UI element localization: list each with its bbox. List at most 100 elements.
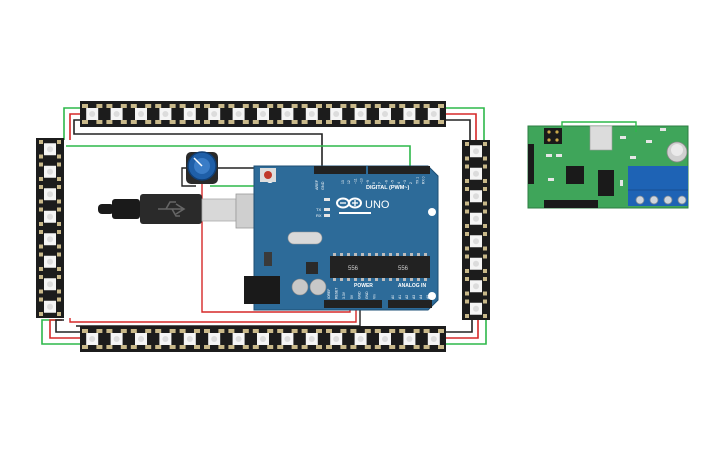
led-lens (357, 111, 364, 117)
led-cell[interactable] (82, 104, 103, 124)
led-cell[interactable] (204, 104, 225, 124)
solder-pad (218, 329, 225, 333)
led-cell[interactable] (39, 162, 61, 182)
solder-pad (218, 104, 225, 108)
digital-pin-label: ~5 (391, 180, 395, 184)
terminal-screw[interactable] (677, 195, 687, 205)
led-cell[interactable] (155, 329, 176, 349)
solder-pad (277, 104, 284, 108)
led-cell[interactable] (228, 104, 249, 124)
led-cell[interactable] (228, 329, 249, 349)
digital-pin-label: 8 (372, 182, 376, 184)
led-cell[interactable] (277, 104, 298, 124)
led-strip-right[interactable] (462, 140, 490, 320)
led-cell[interactable] (130, 104, 152, 124)
solder-pad (364, 104, 371, 108)
led-cell[interactable] (130, 329, 152, 349)
led-strip-left[interactable] (36, 138, 64, 318)
led-cell[interactable] (82, 329, 103, 349)
led-cell[interactable] (179, 329, 200, 349)
led-cell[interactable] (350, 104, 371, 124)
led-lens (162, 336, 169, 342)
led-cell[interactable] (423, 329, 444, 349)
reset-button[interactable] (264, 171, 272, 179)
solder-pad (364, 345, 371, 349)
led-cell[interactable] (39, 140, 61, 159)
solder-pad (120, 104, 127, 108)
power-pin-label: Vin (373, 294, 377, 299)
solder-pad (204, 104, 210, 108)
driver-module[interactable] (527, 121, 689, 209)
led-cell[interactable] (39, 185, 61, 204)
led-cell[interactable] (465, 254, 487, 274)
led-cell[interactable] (301, 329, 322, 349)
led-cell[interactable] (465, 164, 487, 184)
led-cell[interactable] (204, 329, 225, 349)
terminal-screw[interactable] (649, 195, 659, 205)
solder-pad (301, 120, 308, 124)
led-cell[interactable] (252, 104, 274, 124)
led-cell[interactable] (179, 104, 200, 124)
led-cell[interactable] (465, 187, 487, 206)
led-cell[interactable] (106, 104, 127, 124)
led-cell[interactable] (374, 329, 396, 349)
led-cell[interactable] (374, 104, 396, 124)
solder-pad (483, 291, 487, 296)
led-cell[interactable] (399, 104, 420, 124)
chip-leg (361, 278, 364, 281)
led-cell[interactable] (423, 104, 444, 124)
led-cell[interactable] (39, 297, 61, 317)
wire-green-data[interactable] (66, 145, 411, 166)
potentiometer[interactable] (186, 151, 218, 184)
led-cell[interactable] (326, 104, 347, 124)
solder-pad (57, 244, 61, 249)
led-cell[interactable] (301, 104, 322, 124)
led-lens (473, 193, 479, 200)
smd-part (646, 140, 652, 143)
chip-leg (333, 253, 336, 256)
led-cell[interactable] (155, 104, 176, 124)
solder-pad (374, 345, 381, 349)
solder-pad (242, 120, 249, 124)
led-cell[interactable] (465, 277, 487, 296)
led-cell[interactable] (39, 207, 61, 227)
led-cell[interactable] (399, 329, 420, 349)
terminal-screw[interactable] (635, 195, 645, 205)
led-strip-top[interactable] (80, 101, 446, 127)
led-cell[interactable] (465, 142, 487, 161)
led-cell[interactable] (326, 329, 347, 349)
rx-label: RX (316, 213, 322, 218)
solder-pad (39, 177, 43, 181)
analog-pin-label: A3 (412, 295, 416, 299)
led-lens (235, 111, 242, 117)
solder-pad (169, 120, 176, 124)
usb-cable[interactable] (98, 193, 281, 229)
wire-red-power[interactable] (69, 302, 357, 323)
led-lens (473, 238, 479, 245)
wire-red-outer[interactable] (49, 113, 479, 339)
led-cell[interactable] (465, 232, 487, 251)
solder-pad (465, 187, 469, 191)
led-cell[interactable] (252, 329, 274, 349)
terminal-screw[interactable] (663, 195, 673, 205)
led-cell[interactable] (106, 329, 127, 349)
led-cell[interactable] (277, 329, 298, 349)
chip-leg (347, 253, 350, 256)
aref-label: AREF (315, 179, 319, 190)
solder-pad (438, 345, 444, 349)
led-cell[interactable] (465, 209, 487, 229)
chip-leg (340, 278, 343, 281)
wire-black-outer[interactable] (55, 119, 473, 333)
wire-green-outer[interactable] (41, 107, 487, 345)
led-cell[interactable] (39, 252, 61, 272)
power-jack[interactable] (244, 276, 280, 304)
led-cell[interactable] (39, 230, 61, 249)
solder-pad (57, 140, 61, 144)
led-strip-bottom[interactable] (80, 326, 446, 352)
led-cell[interactable] (350, 329, 371, 349)
led-cell[interactable] (39, 275, 61, 294)
solder-pad (130, 329, 137, 333)
led-cell[interactable] (465, 299, 487, 319)
